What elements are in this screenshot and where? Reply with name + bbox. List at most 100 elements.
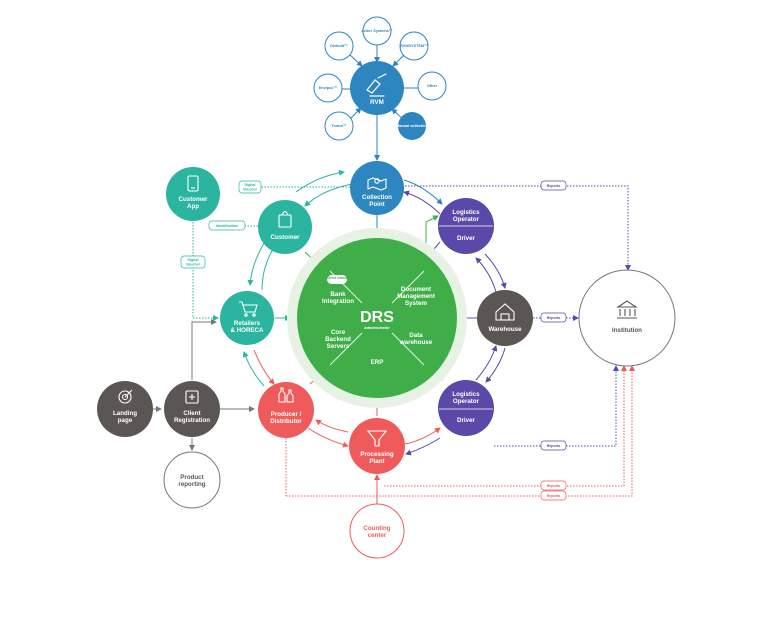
satellite-label: Envipco™ [319, 86, 338, 90]
arc-logistics-to-plant [405, 437, 441, 456]
rvm-satellite[interactable]: Envipco™ [313, 73, 343, 103]
direct-refund-badge: Direct refund [327, 275, 347, 284]
retailers-label-1: Retailers [234, 320, 261, 327]
collection-point-node[interactable]: Collection Point [350, 161, 404, 215]
customer-app-label-2: App [187, 203, 199, 210]
client-registration-label-2: Registration [174, 417, 210, 424]
client-registration-node[interactable]: Client Registration [164, 381, 220, 437]
logistics-top-label-2: Operator [453, 216, 480, 223]
customer-label: Customer [271, 234, 300, 241]
counting-center-label-1: Counting [363, 525, 390, 532]
rvm-node[interactable]: RVM [350, 61, 404, 115]
landing-label-2: page [118, 417, 133, 424]
producer-distributor-node[interactable]: Producer / Distributor [258, 382, 314, 438]
warehouse-node[interactable]: Warehouse [477, 290, 533, 346]
rvm-label: RVM [370, 99, 384, 106]
processing-plant-label-2: Plant [369, 458, 384, 465]
arc-retailers-to-producer [253, 349, 275, 385]
arc-plant-to-logistics [404, 427, 441, 445]
drs-erp: ERP [371, 359, 384, 366]
drs-dwh-line-2: warehouse [399, 339, 433, 346]
tag-reports-warehouse: Reports [540, 312, 567, 323]
logistics-bottom-label-1: Logistics [452, 391, 480, 398]
tag-reports-top: Reports [540, 180, 567, 191]
customer-node[interactable]: Customer [258, 200, 312, 254]
counting-center-label-2: center [368, 532, 387, 539]
plus-box-icon [185, 390, 199, 404]
rvm-satellite[interactable]: Tomra™ [324, 111, 354, 141]
satellite-label: Other [427, 84, 438, 88]
shopping-bag-icon [278, 210, 292, 228]
logistics-top-label-1: Logistics [452, 209, 480, 216]
link-app-to-retailers [192, 222, 219, 321]
svg-text:Reports: Reports [547, 316, 561, 320]
svg-text:Reports: Reports [547, 494, 561, 498]
collection-point-label-1: Collection [362, 194, 392, 201]
drs-core-line-2: Backend [325, 336, 351, 343]
arc-collection-to-logistics [403, 179, 443, 205]
processing-plant-label-1: Processing [360, 451, 394, 458]
producer-label-1: Producer / [271, 411, 302, 418]
arc-warehouse-to-logistics-bottom [485, 347, 506, 383]
client-registration-label-1: Client [183, 410, 200, 417]
drs-dms-line-3: System [405, 300, 428, 307]
direct-refund-label: Direct refund [327, 276, 347, 280]
arc-warehouse-to-logistics [475, 257, 497, 293]
rvm-cluster: Anker Systems™ RVMSYSTEM™ Other Manual c… [313, 16, 447, 141]
svg-text:Reports: Reports [547, 444, 561, 448]
tag-reports-producer: Reports [540, 490, 567, 501]
drs-title: DRS [360, 309, 394, 326]
svg-text:Digital: Digital [188, 258, 199, 262]
bottles-icon [278, 387, 294, 403]
processing-plant-node[interactable]: Processing Plant [349, 418, 405, 474]
rvm-satellite[interactable]: Anker Systems™ [361, 16, 393, 46]
institution-label: Institution [612, 327, 642, 334]
customer-app-label-1: Customer [179, 196, 208, 203]
drs-dms-line-1: Document [401, 286, 431, 293]
institution-node[interactable]: Institution [578, 269, 676, 367]
funnel-icon [366, 430, 388, 447]
counting-center-node[interactable]: Counting center [349, 503, 405, 559]
warehouse-icon [495, 303, 515, 321]
drs-hub: Direct refund Bank Integration Document … [287, 228, 467, 408]
svg-text:Voucher: Voucher [186, 263, 201, 267]
drs-bank-line-1: Bank [330, 291, 346, 298]
warehouse-label: Warehouse [488, 326, 522, 333]
rvm-satellite[interactable]: Manual collection [396, 112, 429, 140]
drs-core-line-3: Servers [327, 343, 350, 350]
tag-reports-plant: Reports [540, 480, 567, 491]
logistics-bottom-driver: Driver [457, 417, 475, 424]
rvm-satellite[interactable]: RVMSYSTEM™ [399, 31, 429, 61]
bottle-crush-icon [366, 73, 387, 97]
landing-page-node[interactable]: Landing page [97, 381, 153, 437]
logistics-operator-bottom-node[interactable]: Logistics Operator Driver [438, 380, 494, 436]
rvm-satellite[interactable]: Other [417, 71, 447, 101]
drs-dms-line-2: Management [397, 293, 435, 300]
tag-identification: Identification [208, 220, 246, 231]
product-reporting-label-2: reporting [178, 481, 205, 488]
svg-text:Digital: Digital [245, 183, 256, 187]
drs-core-line-1: Core [331, 329, 346, 336]
phone-icon [187, 175, 199, 192]
logistics-operator-top-node[interactable]: Logistics Operator Driver [438, 198, 494, 254]
retailers-node[interactable]: Retailers & HORECA [220, 291, 274, 345]
shopping-cart-icon [239, 301, 258, 317]
drs-dwh-line-1: Data [409, 332, 423, 339]
svg-text:Reports: Reports [547, 184, 561, 188]
satellite-label: RVMSYSTEM™ [400, 44, 428, 48]
customer-app-node[interactable]: Customer App [166, 167, 220, 221]
institution-icon [616, 300, 638, 319]
arc-producer-to-retailers [242, 351, 265, 387]
rvm-satellite[interactable]: Diebold™ [324, 31, 354, 61]
link-registration-to-retailers [191, 319, 217, 380]
tag-digital-voucher-top: Digital Voucher [238, 180, 262, 194]
arc-collection-to-customer [304, 183, 353, 207]
arc-logistics-to-collection [403, 190, 441, 215]
map-icon [367, 177, 387, 191]
logistics-bottom-label-2: Operator [453, 398, 480, 405]
product-reporting-node[interactable]: Product reporting [163, 451, 221, 509]
drs-bank-line-2: Integration [322, 298, 354, 305]
product-reporting-label-1: Product [180, 474, 203, 481]
